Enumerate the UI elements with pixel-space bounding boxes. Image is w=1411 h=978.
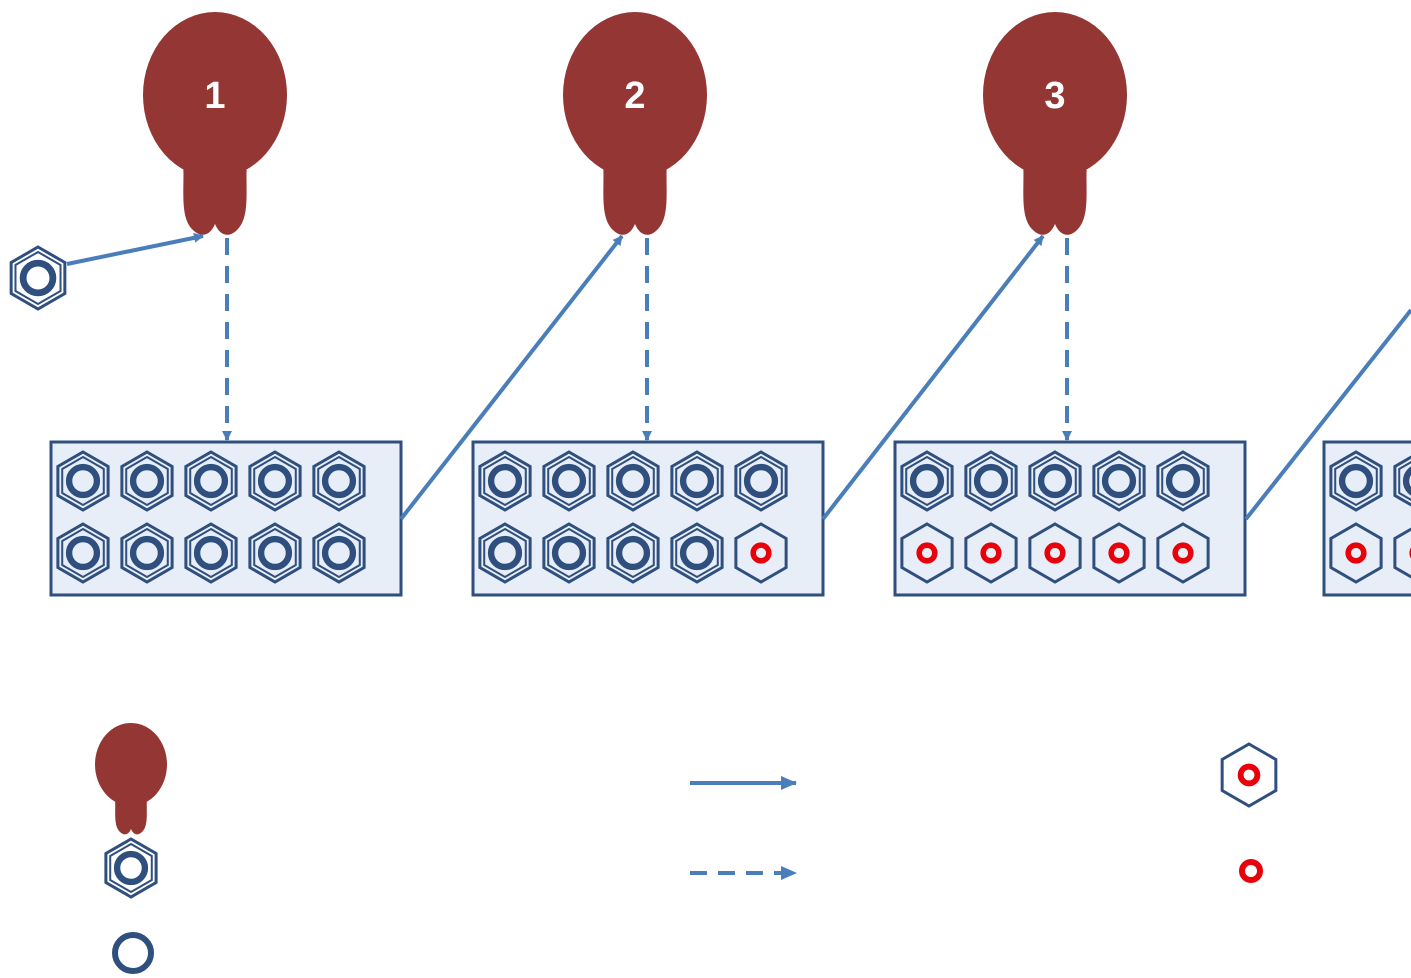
hexagon-icon [1156, 450, 1210, 512]
hexagon-icon [670, 522, 724, 584]
hexagon-icon [1329, 450, 1383, 512]
hexagon-icon [120, 450, 174, 512]
hexagon-icon [312, 450, 366, 512]
blue-ring-icon [112, 932, 154, 974]
hexagon-icon [1028, 450, 1082, 512]
solid-arrow [399, 234, 624, 521]
hexagon-icon [478, 522, 532, 584]
organism-icon [563, 12, 707, 235]
red-hexagon-icon [734, 522, 788, 584]
hexagon-icon [312, 522, 366, 584]
hexagon-icon [248, 522, 302, 584]
hexagon-icon [606, 522, 660, 584]
hexagon-icon [120, 522, 174, 584]
red-hexagon-icon [1156, 522, 1210, 584]
solid-arrow [821, 234, 1045, 521]
red-hexagon-icon [1092, 522, 1146, 584]
solid-arrow [1244, 308, 1411, 521]
organism-icon [983, 12, 1127, 235]
stages-layer: 1 2 3 [9, 12, 1411, 597]
hexagon-icon [104, 837, 158, 899]
organism-icon [95, 723, 167, 835]
stage-4 [1322, 440, 1411, 597]
hexagon-icon [1092, 450, 1146, 512]
hexagon-icon [964, 450, 1018, 512]
red-hexagon-icon [900, 522, 954, 584]
stage-3: 3 [893, 12, 1247, 597]
red-hexagon-icon [1028, 522, 1082, 584]
solid-arrow [66, 232, 204, 266]
hexagon-icon [1393, 455, 1411, 507]
hexagon-icon [184, 522, 238, 584]
source-hexagon-icon [9, 245, 67, 311]
hexagon-icon [900, 450, 954, 512]
legend [95, 723, 1278, 974]
hexagon-icon [478, 450, 532, 512]
red-ring-icon [1239, 859, 1263, 883]
hexagon-icon [184, 450, 238, 512]
stage-label: 1 [204, 75, 225, 117]
hexagon-icon [542, 522, 596, 584]
stage-1: 1 [49, 12, 403, 597]
hexagon-icon [56, 522, 110, 584]
hexagon-icon [734, 450, 788, 512]
red-hexagon-icon [1329, 522, 1383, 584]
stage-2: 2 [471, 12, 825, 597]
hexagon-icon [248, 450, 302, 512]
red-hexagon-icon [964, 522, 1018, 584]
stage-label: 3 [1044, 75, 1065, 117]
red-hexagon-icon [1220, 742, 1278, 808]
red-hexagon-icon [1393, 527, 1411, 579]
hexagon-icon [56, 450, 110, 512]
organism-icon [143, 12, 287, 235]
hexagon-icon [606, 450, 660, 512]
hexagon-icon [670, 450, 724, 512]
stage-label: 2 [624, 75, 645, 117]
hexagon-icon [542, 450, 596, 512]
